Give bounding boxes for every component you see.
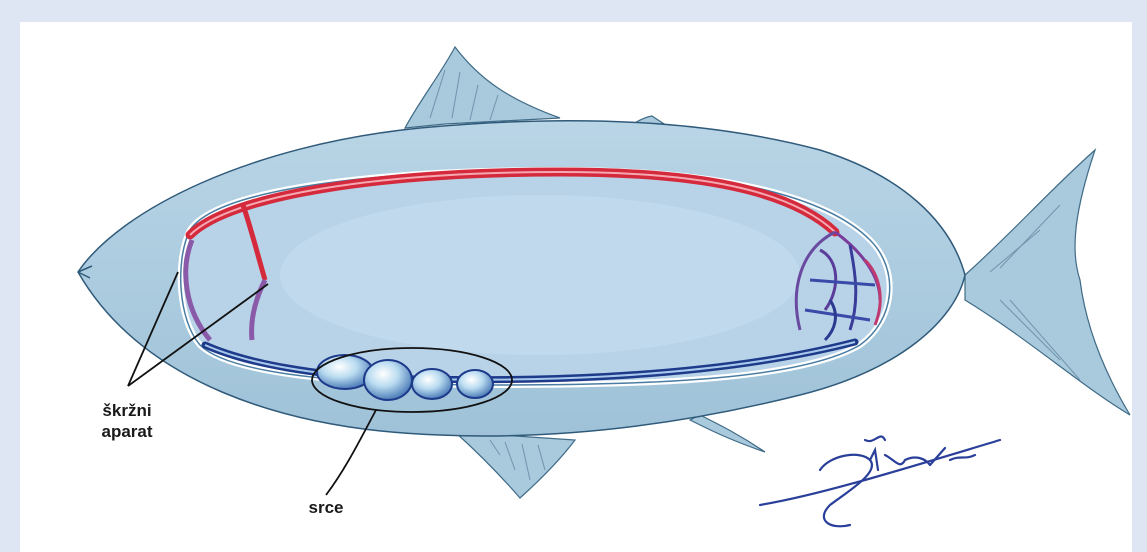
pelvic-fin bbox=[455, 432, 575, 498]
dorsal-fin bbox=[405, 47, 560, 128]
heart-chamber-3 bbox=[412, 369, 452, 399]
heart-chamber-4 bbox=[457, 370, 493, 398]
gills-label-line2: aparat bbox=[82, 421, 172, 442]
heart-label: srce bbox=[296, 497, 356, 518]
gills-label-line1: škržni bbox=[82, 400, 172, 421]
gills-label: škržni aparat bbox=[82, 400, 172, 442]
signature-icon bbox=[760, 436, 1000, 526]
heart-chamber-2 bbox=[364, 360, 412, 400]
inner-cavity-highlight bbox=[280, 195, 800, 355]
anal-fin bbox=[690, 415, 765, 452]
tail-fin bbox=[965, 150, 1130, 415]
heart-label-text: srce bbox=[296, 497, 356, 518]
